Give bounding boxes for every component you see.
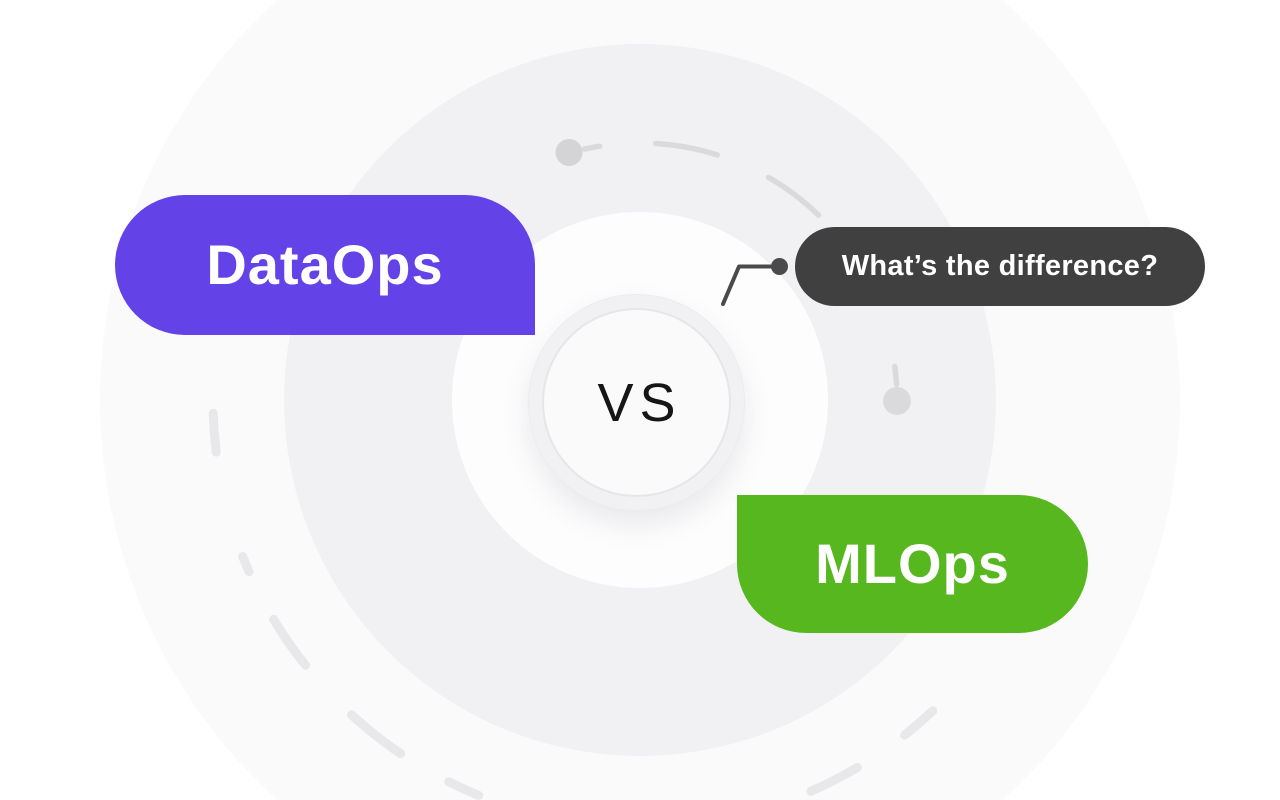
tooltip-bubble: What’s the difference? [795, 227, 1205, 306]
dashed-arc-inner [581, 140, 900, 388]
arc-dot-top [555, 139, 583, 166]
mlops-label: MLOps [815, 532, 1010, 595]
tooltip-connector [721, 258, 788, 306]
tooltip-anchor-dot [771, 258, 788, 275]
tooltip-label: What’s the difference? [841, 250, 1159, 282]
dashed-arc-outer [208, 408, 938, 800]
dataops-pill: DataOps [115, 195, 535, 335]
arc-dot-right [883, 387, 911, 415]
vs-badge-inner-circle: VS [542, 308, 731, 497]
mlops-pill: MLOps [737, 495, 1088, 633]
vs-badge: VS [528, 294, 745, 511]
dataops-label: DataOps [206, 233, 444, 296]
vs-label: VS [597, 372, 682, 433]
